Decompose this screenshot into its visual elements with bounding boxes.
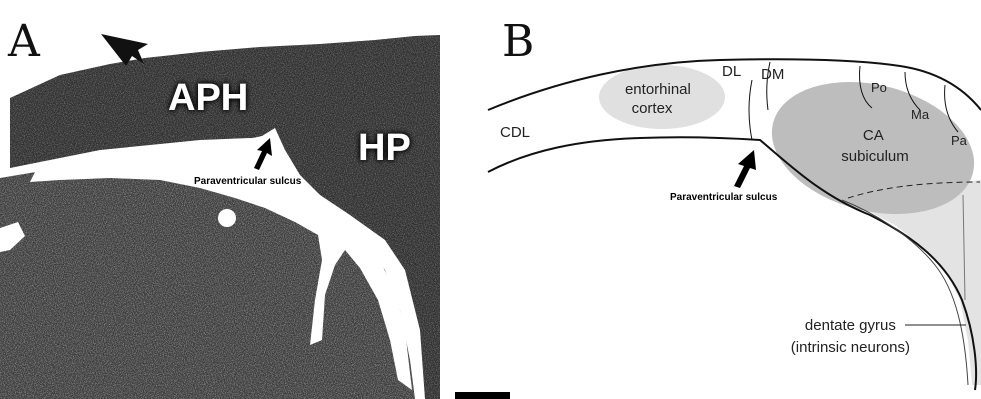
scale-bar [455,392,510,399]
entorhinal-label-line2: cortex [632,100,673,117]
panel-a: A APH HP Paraventricular sulcus [0,0,510,399]
po-label: Po [871,80,887,95]
entorhinal-label-line1: entorhinal [625,81,691,98]
dentate-label: dentate gyrus (intrinsic neurons) [791,317,910,356]
ca-label-line1: CA [863,127,884,144]
dentate-label-line1: dentate gyrus [805,317,896,334]
aph-label: APH [168,77,248,119]
sulcus-label-a: Paraventricular sulcus [194,176,302,187]
hp-label: HP [358,127,411,169]
sulcus-label-b: Paraventricular sulcus [670,192,778,203]
dl-dm-boundary [749,80,752,140]
panel-b: B entorhinal cortex DL DM Po Ma Pa CA su… [488,16,981,390]
panel-b-letter: B [502,16,534,67]
pa-label: Pa [951,133,968,148]
cdl-label: CDL [500,124,530,141]
sulcus-arrow-b-icon [734,150,756,188]
panel-a-letter: A [7,16,41,67]
vessel-spot [218,209,236,227]
dl-label: DL [722,63,741,80]
ma-label: Ma [911,107,930,122]
dentate-label-line2: (intrinsic neurons) [791,339,910,356]
ca-label-line2: subiculum [841,148,909,165]
dm-label: DM [761,66,784,83]
